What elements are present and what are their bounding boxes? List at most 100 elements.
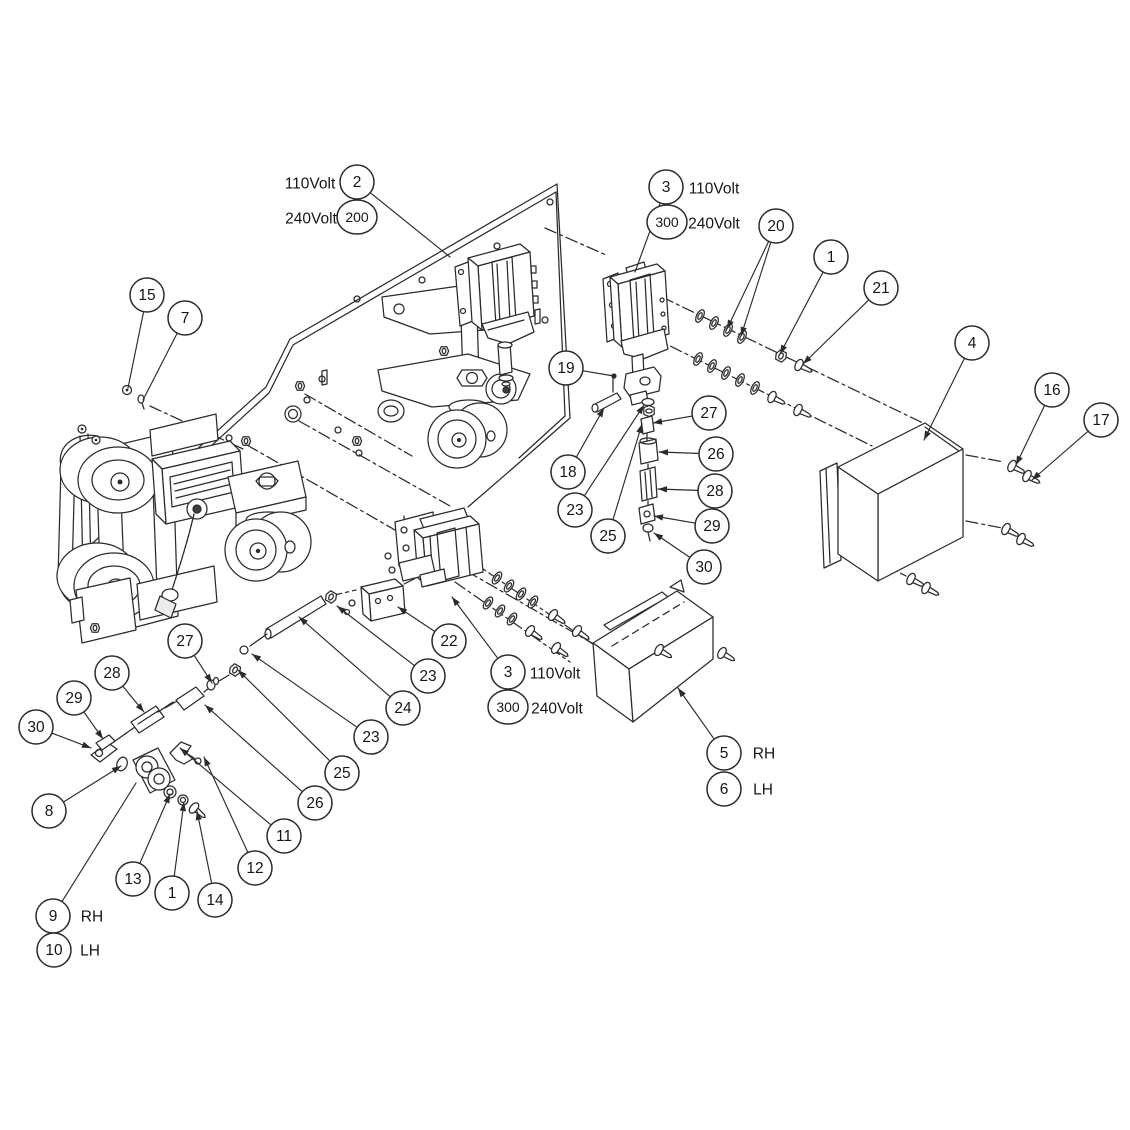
balloon-number: 1 — [827, 249, 836, 266]
balloon-number: 12 — [246, 860, 263, 877]
text-label: RH — [753, 746, 775, 763]
cover-box — [592, 579, 739, 723]
balloon-number: 9 — [49, 908, 58, 925]
balloon-number: 6 — [720, 781, 729, 798]
adjustment-rod — [239, 589, 339, 655]
balloon-number: 300 — [496, 699, 520, 715]
balloon-number: 7 — [181, 310, 190, 327]
solenoid-110v-left — [454, 243, 539, 394]
balloon-300: 300 — [487, 689, 529, 725]
motor — [151, 440, 245, 525]
balloon-number: 300 — [655, 214, 679, 230]
balloon-number: 1 — [168, 885, 177, 902]
balloon-3: 3 — [490, 654, 526, 690]
balloon-number: 8 — [45, 803, 54, 820]
balloon-number: 2 — [353, 174, 362, 191]
balloon-number: 15 — [138, 287, 155, 304]
text-label: LH — [80, 943, 100, 960]
balloon-number: 30 — [695, 559, 713, 576]
balloon-16: 16 — [1034, 372, 1070, 408]
balloon-number: 28 — [706, 483, 723, 500]
balloon-number: 21 — [872, 280, 889, 297]
balloon-number: 13 — [124, 871, 141, 888]
balloon-number: 23 — [362, 729, 379, 746]
balloon-8: 8 — [31, 793, 67, 829]
balloon-1: 1 — [813, 239, 849, 275]
balloon-12: 12 — [237, 850, 273, 886]
balloon-14: 14 — [197, 882, 233, 918]
balloon-number: 19 — [557, 360, 574, 377]
balloon-30: 30 — [686, 549, 722, 585]
balloon-21: 21 — [863, 270, 899, 306]
balloon-10: 10 — [36, 932, 72, 968]
balloon-15: 15 — [129, 277, 165, 313]
balloon-19: 19 — [548, 350, 584, 386]
balloon-300: 300 — [646, 204, 688, 240]
drive-belt-assembly — [56, 413, 219, 644]
text-label: RH — [81, 909, 103, 926]
text-label: 110Volt — [285, 176, 336, 193]
balloon-number: 4 — [968, 335, 977, 352]
text-label: 240Volt — [688, 216, 740, 233]
balloon-6: 6 — [706, 771, 742, 807]
balloon-9: 9 — [35, 898, 71, 934]
balloon-number: 30 — [27, 719, 45, 736]
balloon-30: 30 — [18, 709, 54, 745]
caster-left — [224, 460, 312, 582]
electrical-box — [819, 422, 1044, 601]
balloon-29: 29 — [694, 508, 730, 544]
balloon-28: 28 — [94, 655, 130, 691]
balloon-number: 16 — [1043, 382, 1060, 399]
balloon-number: 27 — [176, 633, 193, 650]
balloon-23: 23 — [557, 492, 593, 528]
balloon-number: 29 — [703, 518, 720, 535]
balloon-number: 23 — [419, 668, 436, 685]
balloon-number: 27 — [700, 405, 717, 422]
balloon-23: 23 — [410, 658, 446, 694]
balloon-number: 200 — [345, 209, 369, 225]
balloon-200: 200 — [336, 199, 378, 235]
balloon-25: 25 — [324, 755, 360, 791]
balloon-number: 10 — [45, 942, 63, 959]
balloon-27: 27 — [691, 395, 727, 431]
balloon-18: 18 — [550, 454, 586, 490]
micro-switch — [343, 578, 406, 622]
transformer — [384, 507, 484, 588]
balloon-number: 3 — [662, 179, 671, 196]
text-label: 110Volt — [530, 666, 581, 683]
balloon-number: 11 — [276, 828, 292, 845]
chain-link-assembly — [591, 366, 662, 542]
balloon-22: 22 — [431, 623, 467, 659]
balloon-number: 26 — [707, 446, 724, 463]
balloon-27: 27 — [167, 623, 203, 659]
balloon-number: 28 — [103, 665, 120, 682]
balloon-1: 1 — [154, 875, 190, 911]
balloon-number: 24 — [394, 700, 412, 717]
balloon-24: 24 — [385, 690, 421, 726]
cable-assembly — [90, 662, 243, 763]
balloon-20: 20 — [758, 208, 794, 244]
balloon-28: 28 — [697, 473, 733, 509]
balloon-number: 18 — [559, 464, 576, 481]
balloon-number: 22 — [440, 633, 457, 650]
clevis-yoke — [169, 741, 202, 765]
text-label: 240Volt — [531, 701, 583, 718]
balloon-7: 7 — [167, 300, 203, 336]
balloon-26: 26 — [297, 785, 333, 821]
balloon-number: 25 — [599, 528, 616, 545]
balloon-25: 25 — [590, 518, 626, 554]
balloon-5: 5 — [706, 735, 742, 771]
balloon-2: 2 — [339, 164, 375, 200]
text-label: 240Volt — [285, 211, 337, 228]
panel-edge-screws — [121, 384, 145, 410]
balloon-number: 25 — [333, 765, 350, 782]
balloon-23: 23 — [353, 719, 389, 755]
text-label: LH — [753, 782, 773, 799]
balloon-number: 20 — [767, 218, 785, 235]
flexible-conduit — [154, 513, 195, 619]
balloon-29: 29 — [56, 680, 92, 716]
transformer-hardware — [480, 569, 594, 662]
